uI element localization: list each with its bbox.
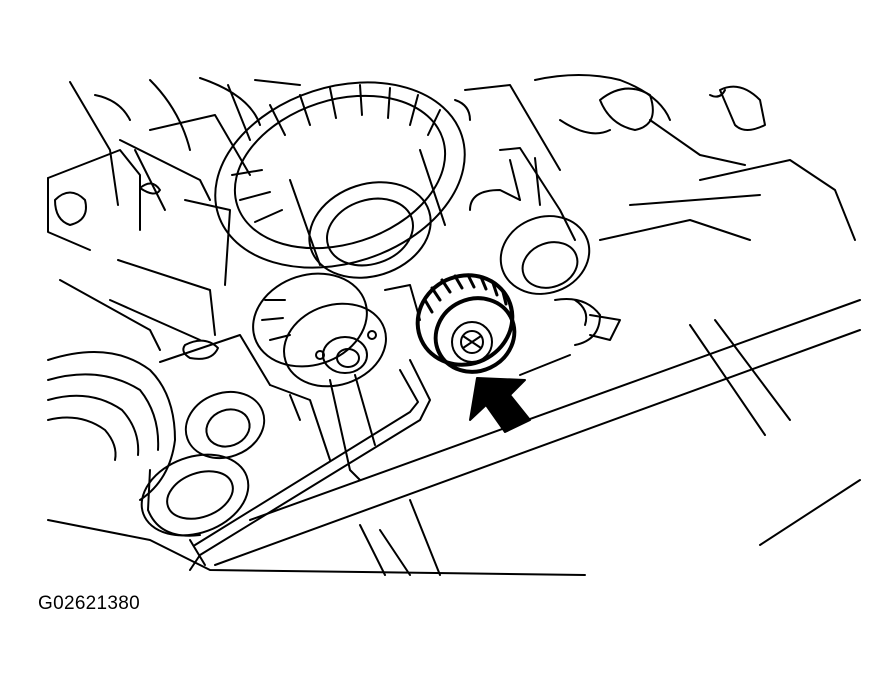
lower-tensioner (140, 390, 266, 537)
indicator-arrow (469, 377, 531, 433)
camshaft-pulley (214, 81, 471, 279)
crankshaft-pulley (47, 351, 176, 501)
highlighted-sprocket (415, 273, 517, 374)
idler-pulley (469, 147, 601, 346)
crankshaft-sprocket (252, 272, 421, 388)
figure-code: G02621380 (38, 593, 141, 614)
piping-and-frame (47, 299, 861, 576)
upper-right-housing (464, 74, 856, 241)
engine-housing (47, 77, 301, 386)
